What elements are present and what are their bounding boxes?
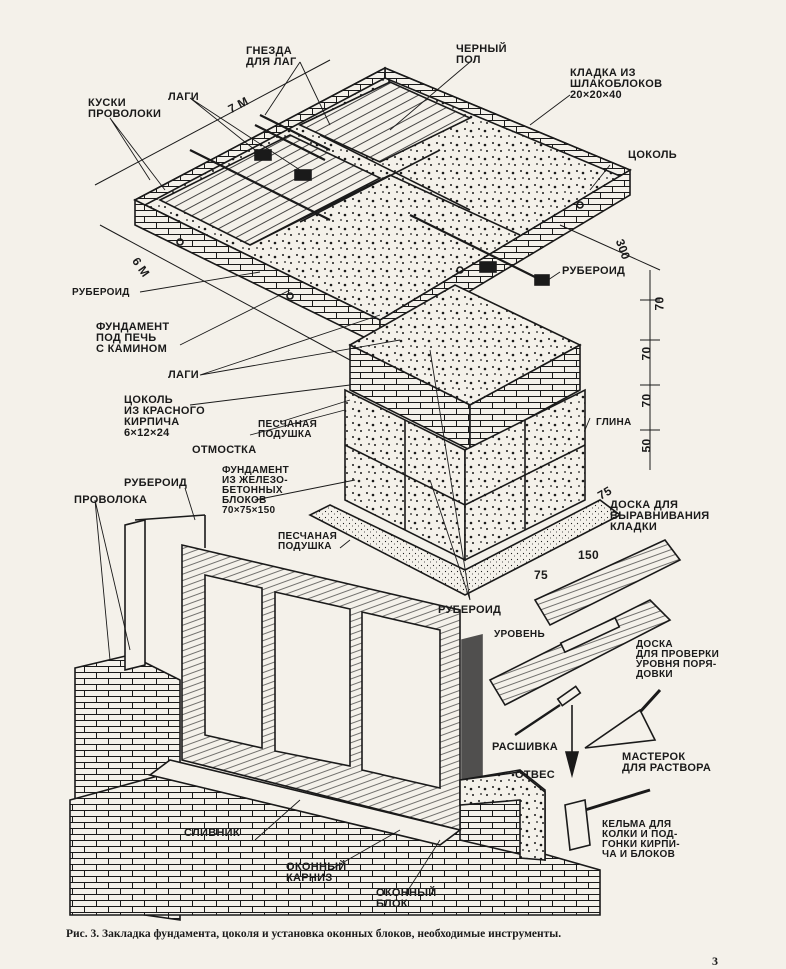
label-ruberoid-left: РУБЕРОИД xyxy=(72,287,130,298)
label-dim-70b: 70 xyxy=(639,346,654,361)
label-uroven: УРОВЕНЬ xyxy=(494,629,545,640)
label-slivnik: СЛИВНИК xyxy=(184,827,240,839)
loose-block xyxy=(459,771,546,861)
label-tsokol: ЦОКОЛЬ xyxy=(628,149,678,161)
dimension-lines xyxy=(94,59,661,470)
label-dim-75b: 75 xyxy=(534,568,548,582)
label-dim-150: 150 xyxy=(578,548,599,562)
tools xyxy=(459,539,682,861)
label-rasshivka: РАСШИВКА xyxy=(492,741,558,753)
label-fundament-pech: ФУНДАМЕНТ ПОД ПЕЧЬ С КАМИНОМ xyxy=(96,321,170,355)
label-dim-70c: 70 xyxy=(639,393,654,408)
label-ruberoid-bottom: РУБЕРОИД xyxy=(438,604,502,616)
label-masterok: МАСТЕРОК ДЛЯ РАСТВОРА xyxy=(622,751,712,774)
leveling-board xyxy=(533,539,682,627)
plumb-bob xyxy=(564,751,580,779)
label-lagi-top: ЛАГИ xyxy=(168,91,200,103)
hammer xyxy=(584,788,651,812)
label-pesch-podushka-2: ПЕСЧАНАЯ ПОДУШКА xyxy=(278,531,338,552)
label-ruberoid-win: РУБЕРОИД xyxy=(124,477,188,489)
label-kuski: КУСКИ ПРОВОЛОКИ xyxy=(88,97,162,120)
jointer-tool xyxy=(514,704,561,736)
label-dim-50: 50 xyxy=(639,438,654,453)
label-dim-70a: 70 xyxy=(652,296,667,311)
trowel xyxy=(584,708,657,749)
label-kladka: КЛАДКА ИЗ ШЛАКОБЛОКОВ 20×20×40 xyxy=(570,67,663,101)
window-wall xyxy=(69,514,601,921)
label-pesch-podushka-1: ПЕСЧАНАЯ ПОДУШКА xyxy=(258,419,318,440)
label-otves: ОТВЕС xyxy=(515,769,555,781)
label-doska-vyr: ДОСКА ДЛЯ ВЫРАВНИВАНИЯ КЛАДКИ xyxy=(610,499,710,533)
spirit-level xyxy=(559,616,621,654)
stove-foundation xyxy=(308,284,622,596)
label-lagi-mid: ЛАГИ xyxy=(168,369,200,381)
label-otmostka: ОТМОСТКА xyxy=(192,444,257,456)
label-ruberoid-right: РУБЕРОИД xyxy=(562,265,626,277)
page-number: 3 xyxy=(712,954,718,968)
label-provoloka: ПРОВОЛОКА xyxy=(74,494,148,506)
figure-caption: Рис. 3. Закладка фундамента, цоколя и ус… xyxy=(66,928,562,940)
label-fundament-zhb: ФУНДАМЕНТ ИЗ ЖЕЛЕЗО- БЕТОННЫХ БЛОКОВ 70×… xyxy=(222,465,289,516)
label-okonny-karniz: ОКОННЫЙ КАРНИЗ xyxy=(286,861,347,884)
leader-lines xyxy=(94,61,611,896)
label-glina: ГЛИНА xyxy=(596,417,632,428)
label-tsokol-krasny: ЦОКОЛЬ ИЗ КРАСНОГО КИРПИЧА 6×12×24 xyxy=(124,394,205,439)
label-okonny-blok: ОКОННЫЙ БЛОК xyxy=(376,887,437,910)
label-gnezda: ГНЕЗДА ДЛЯ ЛАГ xyxy=(246,45,297,68)
label-cherny-pol: ЧЕРНЫЙ ПОЛ xyxy=(456,43,507,66)
label-kelma: КЕЛЬМА ДЛЯ КОЛКИ И ПОД- ГОНКИ КИРПИ- ЧА … xyxy=(602,819,680,860)
plinth-plan xyxy=(133,66,632,347)
label-doska-prov: ДОСКА ДЛЯ ПРОВЕРКИ УРОВНЯ ПОРЯ- ДОВКИ xyxy=(636,639,720,680)
